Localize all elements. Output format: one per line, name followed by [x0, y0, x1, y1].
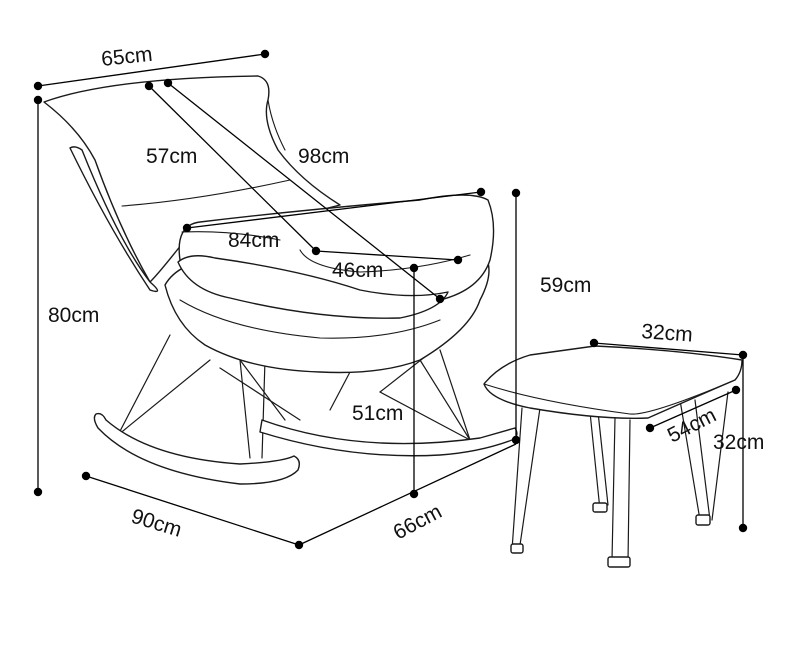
rocking-chair-drawing	[43, 75, 518, 485]
label-stool-width: 32cm	[641, 320, 694, 347]
label-arm-height: 59cm	[540, 274, 591, 297]
label-seat-height: 51cm	[352, 402, 403, 425]
dimension-labels: 65cm 57cm 98cm 84cm 46cm 80cm 51cm 59cm …	[48, 43, 764, 545]
ottoman-drawing	[483, 345, 743, 568]
front-rocker-runner	[93, 412, 301, 485]
rear-rocker-runner	[259, 419, 518, 457]
left-arm-pad	[177, 255, 449, 319]
label-stool-length: 54cm	[664, 404, 720, 448]
label-84: 84cm	[228, 229, 279, 252]
label-98: 98cm	[298, 145, 349, 168]
ottoman-legs	[510, 391, 729, 568]
label-stool-height: 32cm	[713, 431, 764, 454]
dimension-lines	[33, 49, 748, 550]
rocker-leg-frame	[117, 334, 471, 459]
label-46: 46cm	[332, 259, 383, 282]
label-base-depth: 66cm	[390, 500, 446, 544]
label-57: 57cm	[146, 145, 197, 168]
back-side-panel	[69, 146, 159, 293]
label-chair-width: 65cm	[100, 43, 153, 71]
chair-back-shell	[43, 75, 341, 283]
label-total-height: 80cm	[48, 304, 99, 327]
label-rocker-length: 90cm	[129, 505, 185, 542]
